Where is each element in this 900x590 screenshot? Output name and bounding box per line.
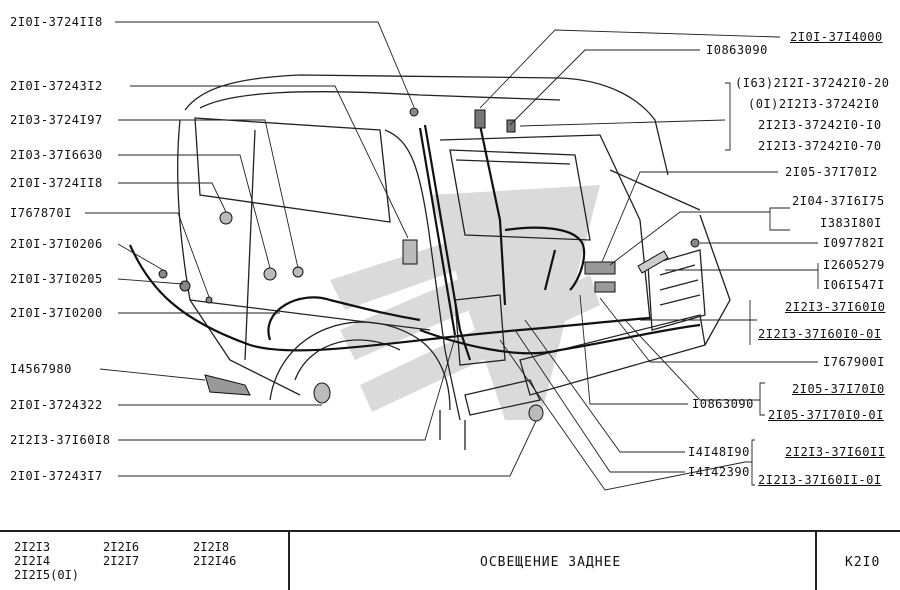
part-label-r7: I0863090 — [692, 397, 754, 411]
part-label-r3: I097782I — [823, 236, 885, 250]
vehicle-body-outline — [177, 74, 731, 450]
part-label-left-2: 2I0I-37243I2 — [10, 79, 103, 93]
part-label-r4b: I06I547I — [823, 278, 885, 292]
part-label-r1: 2I05-37I70I2 — [785, 165, 878, 179]
model-code: 2I2I4 — [14, 554, 51, 568]
part-label-r11b: 2I2I3-37I60II-0I — [758, 473, 882, 487]
part-label-left-5: 2I0I-3724II8 — [10, 176, 103, 190]
part-label-group1-1: (I63)2I2I-37242I0-20 — [735, 76, 890, 90]
part-label-left-4: 2I03-37I6630 — [10, 148, 103, 162]
part-label-r2a: 2I04-37I6I75 — [792, 194, 885, 208]
model-code: 2I2I6 — [103, 540, 140, 554]
part-label-group1-3: 2I2I3-37242I0-I0 — [758, 118, 882, 132]
model-code: 2I2I46 — [193, 554, 237, 568]
part-label-group1-2: (0I)2I2I3-37242I0 — [748, 97, 880, 111]
part-label-left-6: I767870I — [10, 206, 72, 220]
part-label-group1-4: 2I2I3-37242I0-70 — [758, 139, 882, 153]
part-label-left-10: I4567980 — [10, 362, 72, 376]
page-title: ОСВЕЩЕНИЕ ЗАДНЕЕ — [480, 555, 622, 570]
page-number: К2I0 — [845, 555, 881, 570]
model-code: 2I2I3 — [14, 540, 51, 554]
part-label-r6: I767900I — [823, 355, 885, 369]
title-block: 2I2I3 2I2I4 2I2I5(0I) 2I2I6 2I2I7 2I2I8 … — [0, 530, 900, 590]
part-label-left-11: 2I0I-3724322 — [10, 398, 103, 412]
part-label-left-7: 2I0I-37I0206 — [10, 237, 103, 251]
leader-lines — [85, 21, 819, 491]
part-label-r11a: 2I2I3-37I60II — [785, 445, 886, 459]
part-label-r2b: I383I80I — [820, 216, 882, 230]
components — [158, 107, 700, 422]
model-code: 2I2I8 — [193, 540, 230, 554]
part-label-r5a: 2I2I3-37I60I0 — [785, 300, 886, 314]
diagram-canvas: 2I0I-3724II8 2I0I-37243I2 2I03-3724I97 2… — [10, 15, 890, 491]
part-label-left-12: 2I2I3-37I60I8 — [10, 433, 111, 447]
part-label-r5b: 2I2I3-37I60I0-0I — [758, 327, 882, 341]
part-label-r4a: I2605279 — [823, 258, 885, 272]
vehicle-drawing — [85, 21, 819, 491]
watermark-logo — [330, 185, 600, 420]
part-label-left-1: 2I0I-3724II8 — [10, 15, 103, 29]
part-label-top-b: 2I0I-37I4000 — [790, 30, 883, 44]
part-label-top-a: I0863090 — [706, 43, 768, 57]
part-label-left-8: 2I0I-37I0205 — [10, 272, 103, 286]
part-label-r10: I4I42390 — [688, 465, 750, 479]
part-label-left-3: 2I03-3724I97 — [10, 113, 103, 127]
part-label-left-9: 2I0I-37I0200 — [10, 306, 103, 320]
model-code: 2I2I5(0I) — [14, 568, 80, 582]
part-label-left-13: 2I0I-37243I7 — [10, 469, 103, 483]
model-code: 2I2I7 — [103, 554, 140, 568]
wiring-harness — [128, 124, 701, 361]
part-label-r9: I4I48I90 — [688, 445, 750, 459]
part-label-r8a: 2I05-37I70I0 — [792, 382, 885, 396]
part-label-r8b: 2I05-37I70I0-0I — [768, 408, 884, 422]
